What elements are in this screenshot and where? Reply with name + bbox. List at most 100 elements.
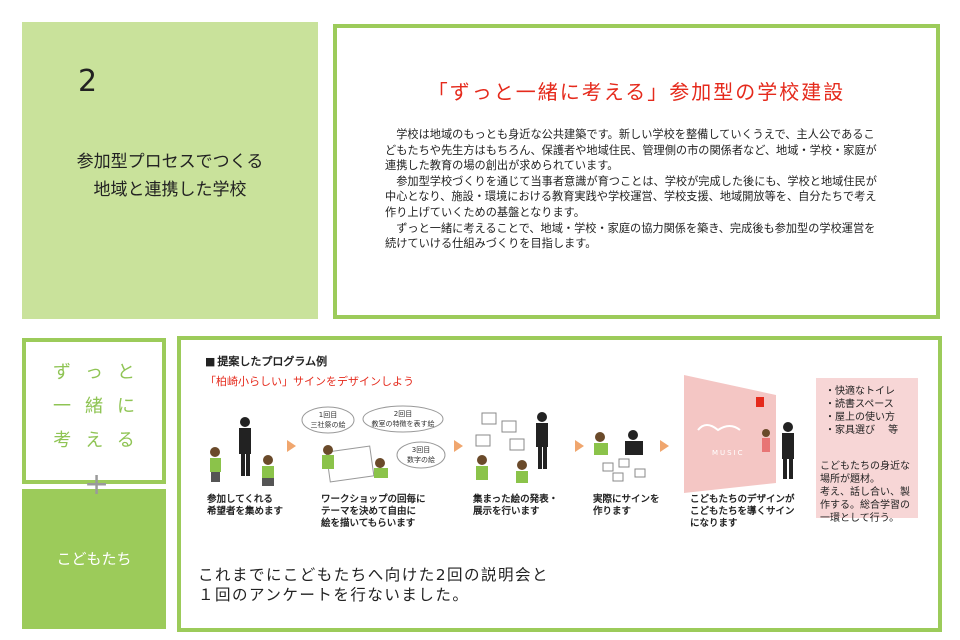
child-figure (762, 429, 770, 437)
caption-line: ワークショップの回毎に (321, 494, 426, 505)
step-caption: 集まった絵の発表・ 展示を行います (473, 494, 573, 518)
topics-list: ・快適なトイレ ・読書スペース ・屋上の使い方 ・家具選び 等 (825, 385, 917, 437)
speech-bubble (362, 405, 444, 433)
children-panel (22, 489, 166, 629)
workshop-illustration: 1回目 三社祭の絵 2回目 教室の特徴を表す絵 3回目 数字の絵 (301, 405, 446, 483)
section-header-panel (22, 22, 318, 319)
sign-piece (634, 468, 646, 478)
child-figure (323, 445, 333, 455)
sign-piece (612, 472, 624, 482)
note-line: 考え、話し合い、製 (820, 487, 910, 498)
body-paragraph: 学校は地域のもっとも身近な公共建築です。新しい学校を整備していくうえで、主人公で… (385, 128, 877, 173)
child-figure (210, 447, 221, 482)
step-caption: ワークショップの回毎に テーマを決めて自由に 絵を描いてもらいます (321, 494, 441, 530)
trumpet-icon (697, 424, 741, 432)
step-caption: 実際にサインを 作ります (593, 494, 663, 518)
drawing-paper (475, 434, 491, 447)
teacher-figure (536, 412, 548, 469)
slogan-panel (22, 338, 166, 484)
drawing-paper (509, 438, 525, 451)
child-figure (595, 432, 605, 442)
child-figure (374, 468, 388, 478)
topic-item: ・家具選び 等 (825, 425, 899, 436)
slogan-line: 一緒に (53, 396, 149, 417)
topic-item: ・読書スペース (825, 399, 894, 410)
bubble-text: 教室の特徴を表す絵 (372, 419, 435, 428)
child-figure (477, 455, 487, 465)
description-panel (333, 24, 940, 319)
bubble-text: 三社祭の絵 (311, 420, 346, 429)
arrow-right-icon (454, 440, 463, 452)
bubble-text: 1回目 (319, 411, 337, 419)
child-figure (262, 455, 274, 486)
topics-note: こどもたちの身近な 場所が題材。 考え、話し合い、製 作する。総合学習の 一環と… (820, 460, 920, 525)
teacher-figure (239, 417, 251, 476)
topic-item: ・快適なトイレ (825, 386, 895, 397)
arrow-right-icon (575, 440, 584, 452)
caption-line: こどもたちのデザインが (690, 494, 795, 505)
program-title: ■提案したプログラム例 (205, 353, 327, 369)
caption-line: 絵を描いてもらいます (321, 518, 416, 529)
plus-icon: + (84, 467, 110, 502)
topics-panel (816, 378, 918, 518)
square-bullet-icon: ■ (205, 355, 216, 368)
program-subtitle: 「柏崎小らしい」サインをデザインしよう (205, 375, 414, 388)
section-title-line: 参加型プロセスでつくる (76, 152, 264, 172)
body-paragraph: ずっと一緒に考えることで、地域・学校・家庭の協力関係を築き、完成後も参加型の学校… (385, 221, 876, 251)
topic-item: ・屋上の使い方 (825, 412, 895, 423)
program-title-text: 提案したプログラム例 (217, 355, 328, 368)
note-line: 作する。総合学習の (820, 500, 910, 511)
caption-line: 参加してくれる (207, 494, 273, 505)
caption-line: 実際にサインを (593, 494, 660, 505)
signage-illustration: MUSIC (684, 375, 794, 493)
bubble-text: 数字の絵 (407, 455, 435, 464)
caption-line: 作ります (593, 506, 632, 517)
sign-piece (618, 458, 630, 468)
note-line: こどもたちの身近な (820, 461, 910, 472)
summary-line: これまでにこどもたちへ向けた2回の説明会と (198, 566, 550, 584)
step-caption: 参加してくれる 希望者を集めます (207, 494, 297, 518)
summary-text: これまでにこどもたちへ向けた2回の説明会と １回のアンケートを行ないました。 (198, 565, 718, 605)
teacher-figure (628, 430, 638, 440)
body-text: 学校は地域のもっとも身近な公共建築です。新しい学校を整備していくうえで、主人公で… (385, 127, 885, 252)
slogan-line: 考える (53, 430, 149, 451)
child-figure (322, 455, 334, 469)
exhibition-illustration (475, 412, 548, 483)
speech-bubble (396, 441, 446, 469)
teacher-figure (782, 422, 794, 479)
music-room-wall (684, 375, 776, 493)
children-label: こどもたち (56, 550, 132, 568)
summary-line: １回のアンケートを行ないました。 (198, 586, 470, 604)
speech-bubble (301, 406, 355, 434)
slogan-line: ずっと (53, 362, 149, 383)
section-number: 2 (78, 64, 98, 99)
child-figure (375, 458, 385, 468)
caption-line: になります (690, 518, 738, 529)
sign-making-illustration (594, 430, 646, 482)
bubble-text: 3回目 (412, 446, 430, 454)
gathering-illustration (210, 417, 274, 486)
child-figure (476, 466, 488, 480)
section-title-line: 地域と連携した学校 (93, 180, 247, 200)
slogan: ずっと 一緒に 考える (22, 356, 166, 458)
note-line: 場所が題材。 (820, 474, 880, 485)
arrow-right-icon (287, 440, 296, 452)
step-caption: こどもたちのデザインが こどもたちを導くサイン になります (690, 494, 800, 530)
child-figure (517, 460, 527, 470)
main-heading: 「ずっと一緒に考える」参加型の学校建設 (427, 80, 846, 104)
caption-line: 希望者を集めます (207, 506, 284, 517)
drawing-paper (501, 420, 517, 433)
child-figure (594, 443, 608, 455)
wall-label: MUSIC (712, 449, 745, 457)
sign-piece (602, 462, 614, 472)
body-paragraph: 参加型学校づくりを通じて当事者意識が育つことは、学校が完成した後にも、学校と地域… (385, 174, 877, 219)
child-figure (516, 471, 528, 483)
child-figure (762, 438, 770, 452)
program-panel (177, 336, 942, 632)
caption-line: テーマを決めて自由に (321, 506, 417, 517)
caption-line: 集まった絵の発表・ (473, 494, 559, 505)
caption-line: こどもたちを導くサイン (690, 506, 795, 517)
sign-marker (756, 397, 764, 407)
note-line: 一環として行う。 (820, 513, 900, 524)
teacher-figure (625, 441, 643, 455)
